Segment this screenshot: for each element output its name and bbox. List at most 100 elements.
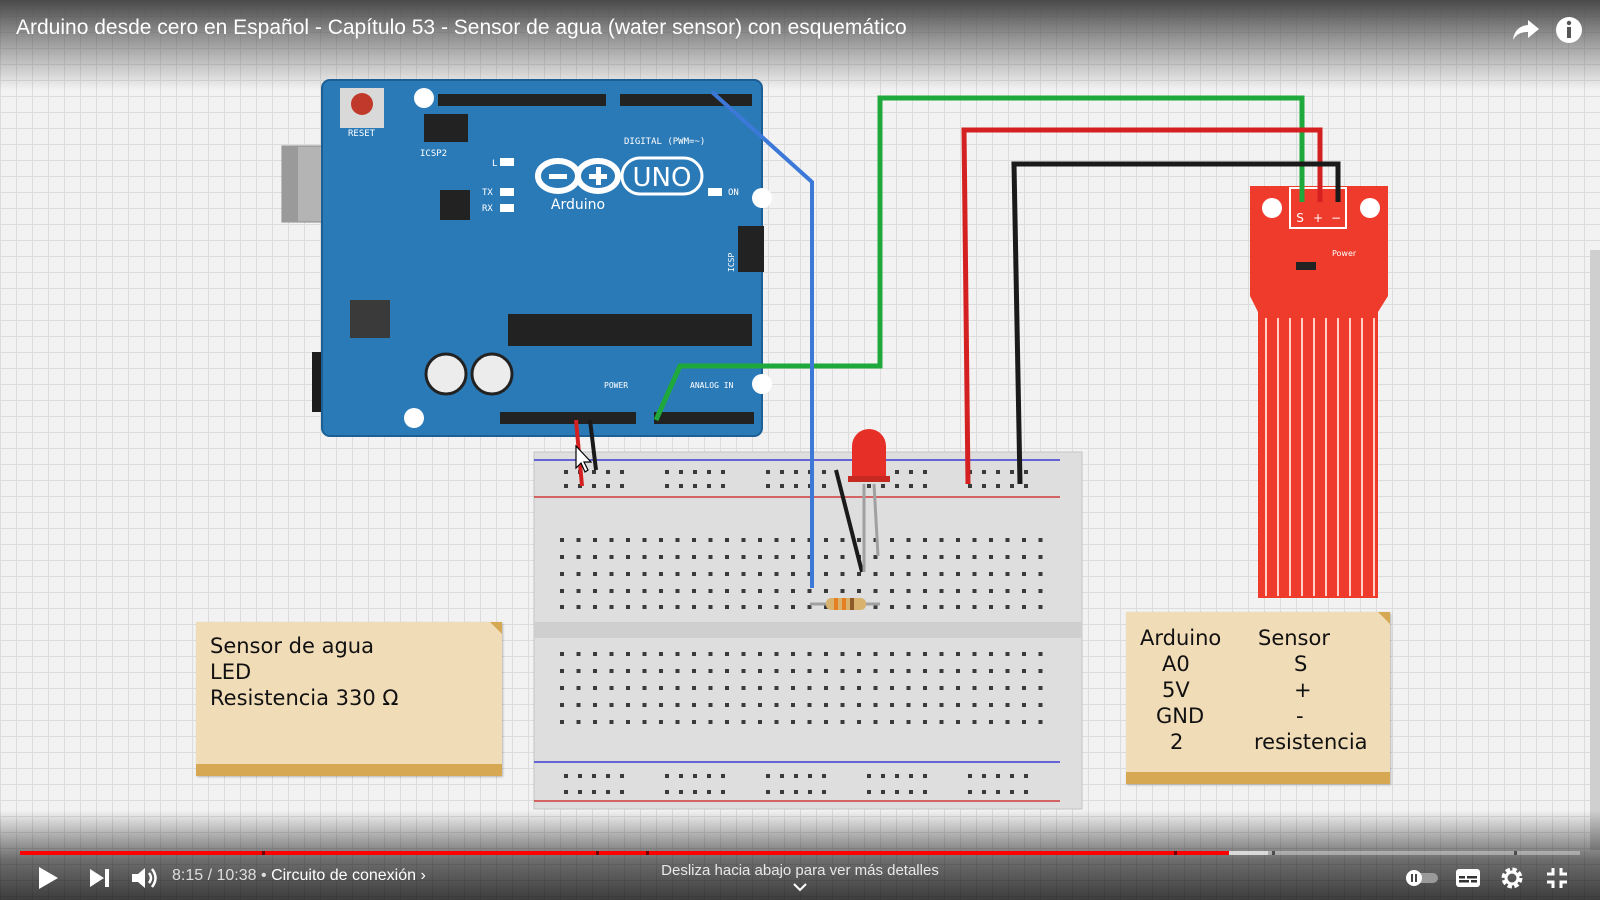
breadboard-hole [909,790,913,794]
chapter-marker [596,851,599,855]
share-icon[interactable] [1510,14,1542,46]
breadboard-hole [560,589,564,593]
breadboard-hole [576,538,581,542]
breadboard-hole [741,669,746,673]
breadboard-hole [873,703,878,707]
breadboard-hole [1024,470,1028,474]
breadboard-hole [576,686,581,690]
chapter-title[interactable]: Circuito de conexión [271,867,417,884]
volume-button[interactable] [130,864,160,892]
progress-bar[interactable] [20,851,1580,855]
breadboard-hole [791,572,795,576]
breadboard-hole [890,720,894,724]
breadboard-hole [895,774,899,778]
breadboard-hole [989,538,993,542]
breadboard-hole [708,703,713,707]
exit-fullscreen-button[interactable] [1545,864,1569,892]
breadboard-hole [989,605,993,609]
breadboard-hole [791,555,795,559]
breadboard-hole [593,605,597,609]
breadboard-hole [982,774,986,778]
breadboard-hole [725,720,729,724]
breadboard-hole [766,470,770,474]
breadboard-hole [972,652,977,656]
breadboard-hole [708,669,713,673]
breadboard-hole [807,555,812,559]
breadboard-hole [564,790,568,794]
autoplay-toggle[interactable] [1404,864,1440,892]
breadboard-hole [725,686,729,690]
breadboard-hole [576,589,581,593]
sensor-pin-label: − [1331,211,1341,225]
breadboard-hole [807,572,812,576]
breadboard-hole [564,470,568,474]
sensor-pin-label: + [1313,211,1323,225]
breadboard-hole [725,538,729,542]
breadboard-hole [780,774,784,778]
breadboard-hole [906,555,911,559]
breadboard-hole [807,538,812,542]
breadboard-hole [1005,686,1010,690]
breadboard-hole [906,589,911,593]
breadboard-hole [606,484,610,488]
breadboard-hole [741,572,746,576]
info-icon[interactable] [1553,14,1585,46]
play-button[interactable] [36,864,60,892]
breadboard-hole [774,686,779,690]
breadboard-hole [1022,538,1026,542]
breadboard-hole [593,703,597,707]
controls-overlay [0,810,1600,900]
breadboard-hole [692,605,696,609]
play-icon [39,867,58,889]
breadboard-hole [693,484,697,488]
breadboard-hole [881,774,885,778]
breadboard-hole [758,555,762,559]
breadboard-hole [693,470,697,474]
breadboard-hole [692,652,696,656]
breadboard-hole [923,703,927,707]
board-model: UNO [633,163,692,193]
breadboard-hole [840,686,845,690]
chapter-chevron-icon[interactable]: › [420,867,426,884]
breadboard-hole [824,589,828,593]
breadboard-hole [972,589,977,593]
breadboard-hole [774,605,779,609]
subtitles-button[interactable] [1455,864,1481,892]
breadboard-hole [609,669,614,673]
breadboard-hole [939,686,944,690]
next-button[interactable] [88,864,112,892]
breadboard-hole [939,538,944,542]
breadboard-hole [873,572,878,576]
breadboard-hole [721,774,725,778]
video-title[interactable]: Arduino desde cero en Español - Capítulo… [16,16,907,39]
breadboard-hole [721,484,725,488]
breadboard-hole [840,652,845,656]
breadboard-hole [982,790,986,794]
breadboard-hole [968,484,972,488]
breadboard-hole [873,720,878,724]
breadboard-hole [1022,555,1026,559]
breadboard-hole [824,555,828,559]
breadboard-hole [766,774,770,778]
breadboard-hole [1022,589,1026,593]
breadboard-hole [822,484,826,488]
breadboard-hole [939,652,944,656]
breadboard-hole [873,686,878,690]
breadboard-hole [824,538,828,542]
scrollbar[interactable] [1590,250,1600,850]
breadboard-hole [939,703,944,707]
breadboard-hole [909,484,913,488]
breadboard-hole [1038,605,1043,609]
breadboard-hole [708,589,713,593]
breadboard-hole [626,652,630,656]
breadboard-hole [675,686,680,690]
breadboard-hole [989,669,993,673]
breadboard-hole [675,572,680,576]
breadboard-hole [642,589,647,593]
breadboard-hole [564,484,568,488]
breadboard-hole [906,652,911,656]
breadboard-hole [609,589,614,593]
breadboard-hole [758,669,762,673]
settings-button[interactable] [1499,864,1525,892]
breadboard-hole [923,720,927,724]
